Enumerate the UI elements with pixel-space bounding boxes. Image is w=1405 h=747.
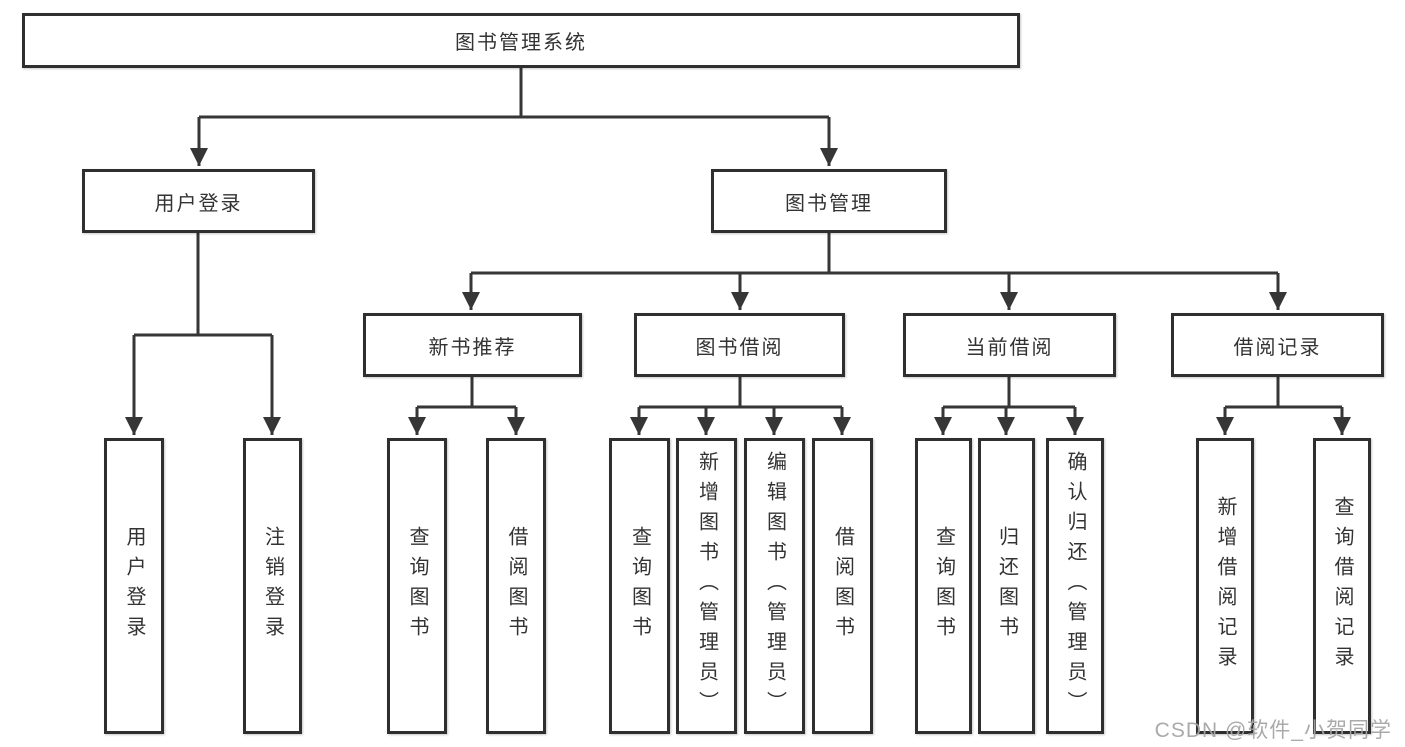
node-book-management-label: 图书管理 bbox=[785, 192, 873, 215]
node-user-login: 用户登录 bbox=[82, 169, 315, 233]
leaf-borrow-edit-books-admin: 编辑图书（管理员） bbox=[744, 438, 805, 734]
leaf-records-query-record-label: 查询借阅记录 bbox=[1331, 496, 1353, 676]
node-new-book-recommend-label: 新书推荐 bbox=[428, 336, 517, 359]
node-borrow-records-label: 借阅记录 bbox=[1233, 336, 1322, 359]
csdn-watermark: CSDN @软件_小贺同学 bbox=[1154, 719, 1392, 742]
leaf-current-return-books: 归还图书 bbox=[978, 438, 1035, 734]
leaf-newbook-query-books: 查询图书 bbox=[387, 438, 447, 734]
leaf-current-confirm-return-admin: 确认归还（管理员） bbox=[1046, 438, 1104, 734]
leaf-borrow-query-books-label: 查询图书 bbox=[628, 526, 651, 646]
leaf-borrow-borrow-books: 借阅图书 bbox=[812, 438, 873, 734]
leaf-logout: 注销登录 bbox=[243, 438, 302, 734]
leaf-user-login: 用户登录 bbox=[104, 438, 164, 734]
leaf-user-login-label: 用户登录 bbox=[123, 526, 145, 646]
node-borrow-records: 借阅记录 bbox=[1171, 313, 1384, 377]
leaf-newbook-query-books-label: 查询图书 bbox=[406, 526, 428, 646]
leaf-newbook-borrow-books-label: 借阅图书 bbox=[505, 526, 527, 646]
leaf-borrow-add-books-admin: 新增图书（管理员） bbox=[676, 438, 737, 734]
node-book-borrow-label: 图书借阅 bbox=[695, 336, 784, 359]
node-book-borrow: 图书借阅 bbox=[634, 313, 845, 377]
leaf-records-add-record-label: 新增借阅记录 bbox=[1214, 496, 1236, 676]
leaf-borrow-add-books-admin-label: 新增图书（管理员） bbox=[695, 451, 718, 721]
leaf-current-query-books-label: 查询图书 bbox=[932, 526, 955, 646]
leaf-current-query-books: 查询图书 bbox=[915, 438, 972, 734]
root-node-label: 图书管理系统 bbox=[455, 32, 587, 54]
leaf-records-query-record: 查询借阅记录 bbox=[1313, 438, 1371, 734]
leaf-records-add-record: 新增借阅记录 bbox=[1196, 438, 1254, 734]
node-new-book-recommend: 新书推荐 bbox=[363, 313, 582, 377]
node-current-borrow: 当前借阅 bbox=[903, 313, 1116, 377]
leaf-newbook-borrow-books: 借阅图书 bbox=[486, 438, 546, 734]
leaf-borrow-borrow-books-label: 借阅图书 bbox=[831, 526, 854, 646]
root-node-library-system: 图书管理系统 bbox=[22, 13, 1020, 68]
leaf-borrow-query-books: 查询图书 bbox=[609, 438, 670, 734]
leaf-borrow-edit-books-admin-label: 编辑图书（管理员） bbox=[763, 451, 786, 721]
leaf-logout-label: 注销登录 bbox=[261, 526, 284, 646]
node-book-management: 图书管理 bbox=[711, 169, 947, 233]
leaf-current-return-books-label: 归还图书 bbox=[995, 526, 1018, 646]
node-user-login-label: 用户登录 bbox=[154, 192, 243, 215]
node-current-borrow-label: 当前借阅 bbox=[965, 336, 1054, 359]
leaf-current-confirm-return-admin-label: 确认归还（管理员） bbox=[1064, 451, 1086, 721]
